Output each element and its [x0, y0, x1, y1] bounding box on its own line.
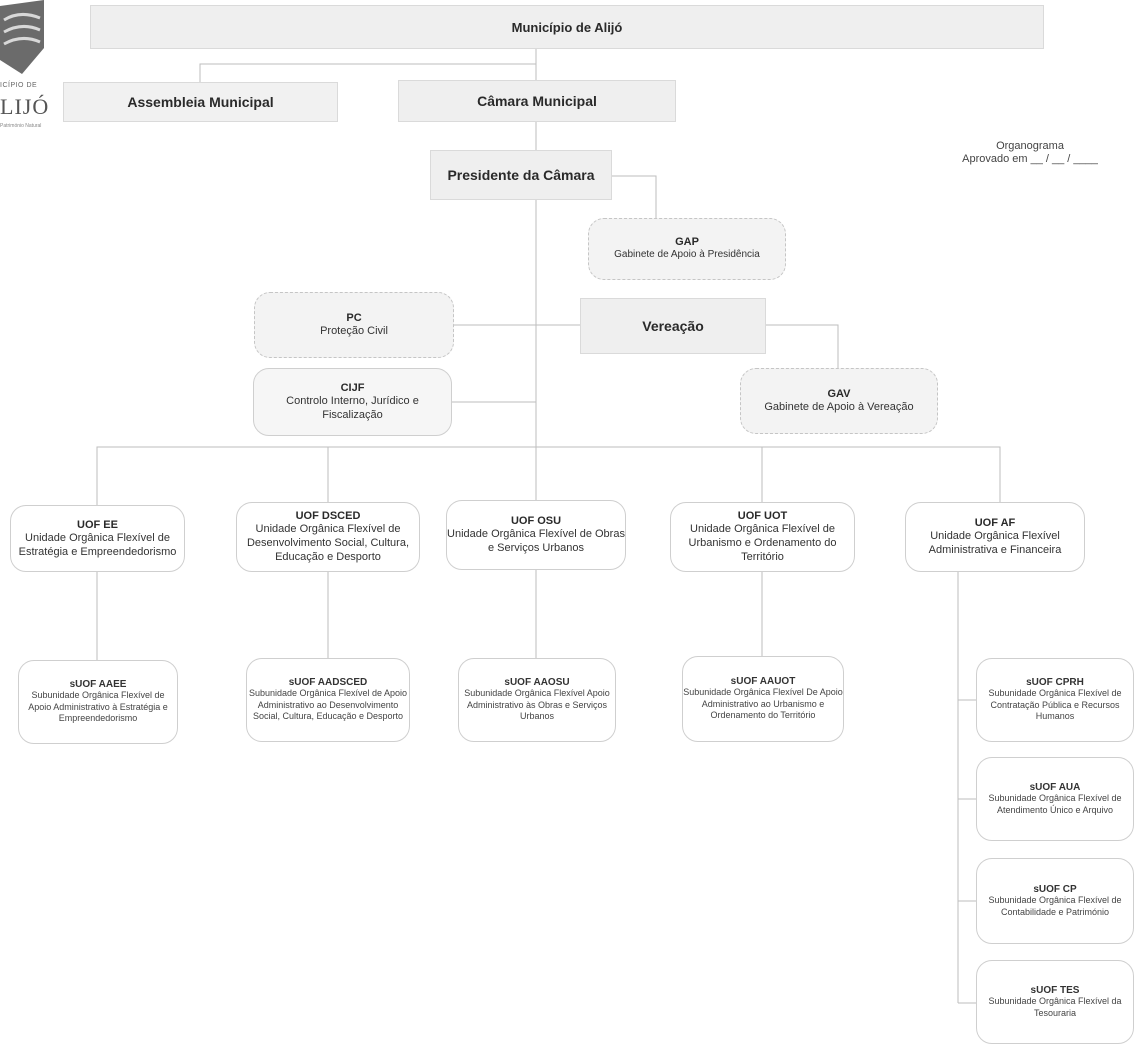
node-desc: Unidade Orgânica Flexível Administrativa… — [928, 530, 1062, 556]
node-desc: Subunidade Orgânica Flexível de Atendime… — [988, 793, 1122, 815]
node-title: UOF OSU — [510, 515, 562, 527]
node-title: UOF DSCED — [295, 510, 361, 522]
node-desc: Controlo Interno, Jurídico e Fiscalizaçã… — [286, 395, 419, 421]
node-uof-dsced[interactable]: UOF DSCED Unidade Orgânica Flexível de D… — [236, 502, 420, 572]
approval-note: Organograma Aprovado em __ / __ / ____ — [940, 140, 1120, 166]
node-title: PC — [346, 312, 362, 324]
node-suof-tes[interactable]: sUOF TES Subunidade Orgânica Flexível da… — [976, 960, 1134, 1044]
node-suof-aaosu[interactable]: sUOF AAOSU Subunidade Orgânica Flexível … — [458, 658, 616, 742]
logo-main-text: LIJÓ — [0, 94, 50, 119]
node-title: CIJF — [340, 382, 365, 394]
node-suof-aauot[interactable]: sUOF AAUOT Subunidade Orgânica Flexível … — [682, 656, 844, 742]
node-desc: Subunidade Orgânica Flexível Apoio Admin… — [464, 688, 610, 722]
node-vereacao[interactable]: Vereação — [580, 298, 766, 354]
municipality-logo: ICÍPIO DE LIJÓ Património Natural — [0, 0, 48, 150]
node-gav[interactable]: GAV Gabinete de Apoio à Vereação — [740, 368, 938, 434]
node-title: GAV — [827, 388, 851, 400]
node-desc: Subunidade Orgânica Flexível De Apoio Ad… — [683, 687, 843, 721]
node-gap[interactable]: GAP Gabinete de Apoio à Presidência — [588, 218, 786, 280]
node-pc[interactable]: PC Proteção Civil — [254, 292, 454, 358]
node-desc: Proteção Civil — [320, 325, 388, 337]
node-title: sUOF AAEE — [69, 679, 127, 691]
logo-top-text: ICÍPIO DE — [0, 82, 38, 89]
node-title: sUOF TES — [1030, 985, 1080, 996]
node-municipio[interactable]: Município de Alijó — [90, 5, 1044, 49]
node-title: UOF AF — [974, 517, 1016, 529]
node-title: sUOF CP — [1033, 884, 1077, 895]
node-title: GAP — [675, 236, 699, 248]
node-title: sUOF AUA — [1029, 782, 1081, 793]
node-camara-municipal[interactable]: Câmara Municipal — [398, 80, 676, 122]
note-title: Organograma — [996, 140, 1064, 152]
node-title: Assembleia Municipal — [127, 94, 274, 110]
node-desc: Subunidade Orgânica Flexível de Apoio Ad… — [28, 690, 168, 724]
node-title: Município de Alijó — [511, 19, 623, 35]
node-desc: Gabinete de Apoio à Presidência — [614, 249, 760, 260]
node-title: UOF UOT — [737, 510, 788, 522]
node-title: sUOF CPRH — [1026, 677, 1084, 689]
node-title: Presidente da Câmara — [447, 167, 595, 183]
logo-emblem-icon — [0, 0, 44, 74]
node-suof-aaee[interactable]: sUOF AAEE Subunidade Orgânica Flexível d… — [18, 660, 178, 744]
node-presidente[interactable]: Presidente da Câmara — [430, 150, 612, 200]
node-desc: Subunidade Orgânica Flexível da Tesourar… — [988, 996, 1122, 1018]
node-suof-cp[interactable]: sUOF CP Subunidade Orgânica Flexível de … — [976, 858, 1134, 944]
node-title: UOF EE — [77, 518, 118, 531]
node-uof-osu[interactable]: UOF OSU Unidade Orgânica Flexível de Obr… — [446, 500, 626, 570]
node-suof-aadsced[interactable]: sUOF AADSCED Subunidade Orgânica Flexíve… — [246, 658, 410, 742]
node-uof-uot[interactable]: UOF UOT Unidade Orgânica Flexível de Urb… — [670, 502, 855, 572]
node-uof-ee[interactable]: UOF EE Unidade Orgânica Flexível de Estr… — [10, 505, 185, 572]
note-approval-date: Aprovado em __ / __ / ____ — [962, 153, 1098, 165]
node-suof-aua[interactable]: sUOF AUA Subunidade Orgânica Flexível de… — [976, 757, 1134, 841]
node-desc: Unidade Orgânica Flexível de Desenvolvim… — [246, 523, 410, 563]
node-title: Câmara Municipal — [477, 93, 597, 109]
node-assembleia-municipal[interactable]: Assembleia Municipal — [63, 82, 338, 122]
node-desc: Subunidade Orgânica Flexível de Apoio Ad… — [248, 688, 408, 722]
node-title: sUOF AADSCED — [288, 677, 368, 689]
node-desc: Unidade Orgânica Flexível de Estratégia … — [18, 531, 177, 558]
node-uof-af[interactable]: UOF AF Unidade Orgânica Flexível Adminis… — [905, 502, 1085, 572]
node-desc: Subunidade Orgânica Flexível de Contrata… — [988, 688, 1122, 722]
node-desc: Gabinete de Apoio à Vereação — [764, 401, 914, 413]
node-title: sUOF AAOSU — [504, 677, 570, 689]
node-desc: Unidade Orgânica Flexível de Obras e Ser… — [447, 528, 625, 554]
node-desc: Unidade Orgânica Flexível de Urbanismo e… — [688, 523, 837, 563]
node-title: sUOF AAUOT — [730, 676, 796, 688]
node-title: Vereação — [642, 318, 704, 334]
node-suof-cprh[interactable]: sUOF CPRH Subunidade Orgânica Flexível d… — [976, 658, 1134, 742]
node-cijf[interactable]: CIJF Controlo Interno, Jurídico e Fiscal… — [253, 368, 452, 436]
node-desc: Subunidade Orgânica Flexível de Contabil… — [988, 895, 1122, 917]
logo-sub-text: Património Natural — [0, 123, 42, 129]
